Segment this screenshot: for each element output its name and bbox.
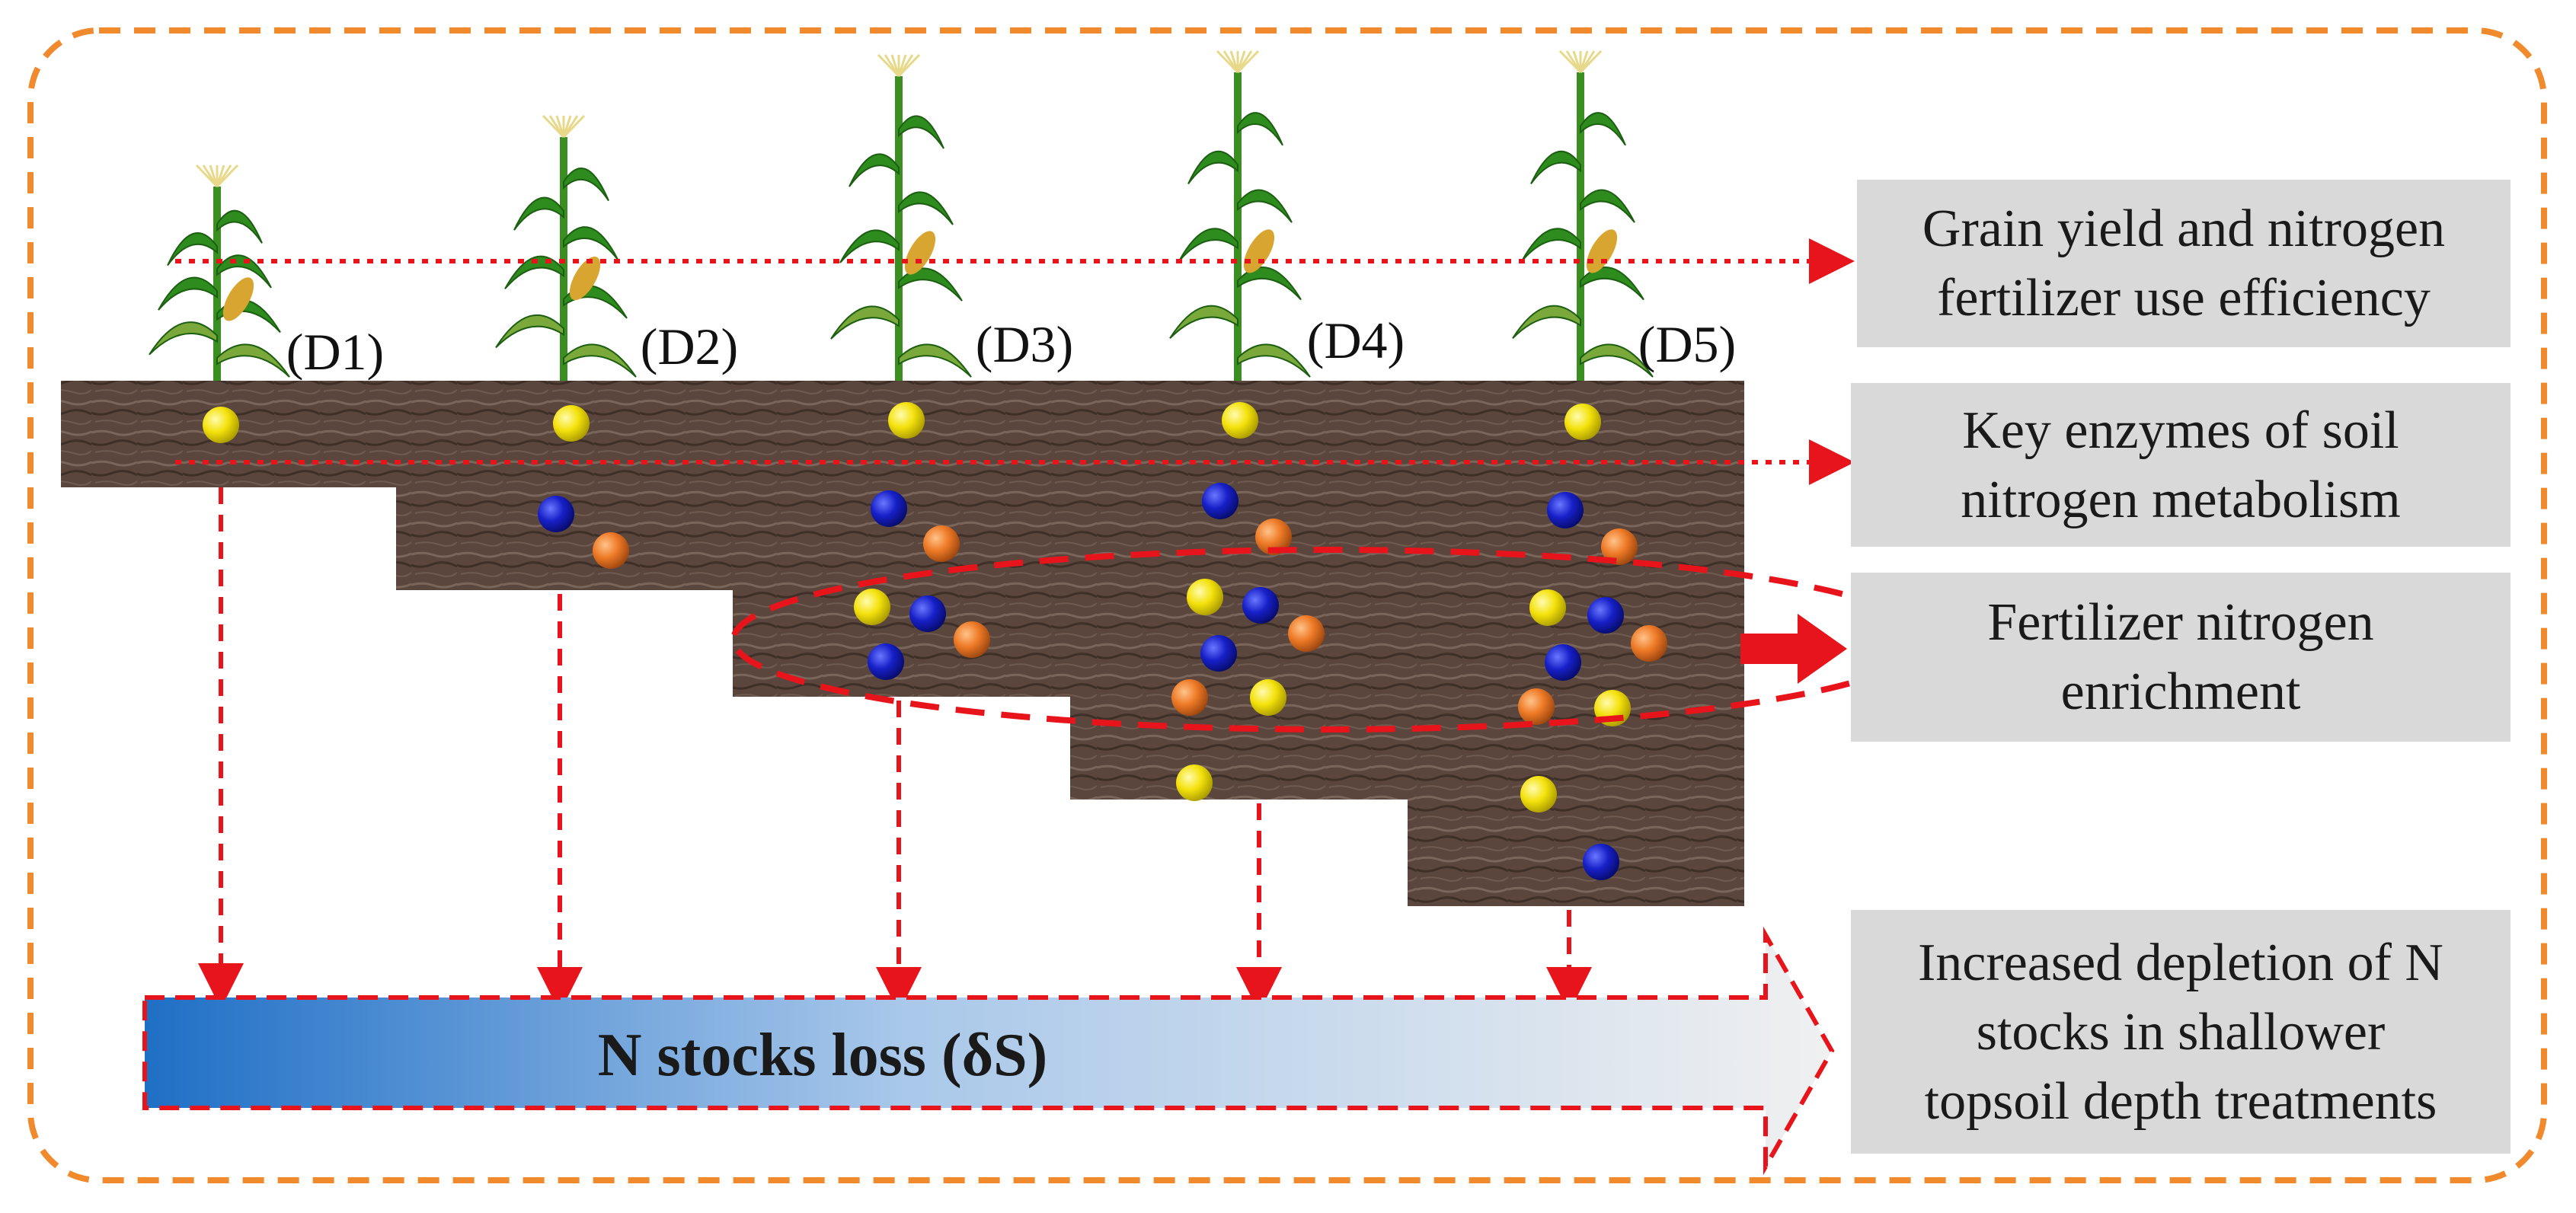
particle-orange bbox=[954, 621, 990, 658]
particle-yellow bbox=[1529, 589, 1566, 626]
particle-orange bbox=[923, 525, 960, 562]
particle-orange bbox=[593, 532, 629, 569]
maize-plant-4 bbox=[1169, 49, 1311, 381]
particle-blue bbox=[538, 496, 574, 532]
particle-blue bbox=[1545, 644, 1581, 681]
particle-blue bbox=[871, 490, 907, 527]
treatment-label-d2: (D2) bbox=[641, 318, 738, 375]
maize-plants bbox=[149, 49, 1654, 381]
particle-blue bbox=[1587, 597, 1624, 634]
treatment-label-d3: (D3) bbox=[976, 315, 1073, 373]
outer-frame bbox=[27, 27, 2547, 1183]
particle-blue bbox=[909, 595, 946, 632]
particle-blue bbox=[1583, 844, 1619, 880]
maize-plant-3 bbox=[830, 53, 972, 381]
n-stocks-loss-arrow bbox=[145, 935, 1832, 1167]
particle-blue bbox=[1202, 483, 1238, 519]
particle-yellow bbox=[1520, 776, 1557, 812]
particle-blue bbox=[1200, 635, 1237, 672]
particle-orange bbox=[1288, 615, 1325, 652]
key-enzymes-panel: Key enzymes of soil nitrogen metabolism bbox=[1851, 383, 2510, 547]
particle-yellow bbox=[1564, 404, 1601, 440]
particle-yellow bbox=[854, 589, 890, 625]
particle-orange bbox=[1255, 519, 1292, 555]
particle-blue bbox=[868, 643, 904, 680]
n-stocks-loss-arrow-outline bbox=[142, 926, 1835, 1176]
particle-yellow bbox=[553, 405, 590, 442]
particle-orange bbox=[1631, 625, 1667, 662]
maize-plant-5 bbox=[1512, 49, 1654, 381]
particle-yellow bbox=[888, 402, 925, 439]
nitrogen-particles bbox=[203, 402, 1667, 880]
soil-profile bbox=[61, 381, 1744, 906]
maize-plant-1 bbox=[149, 164, 290, 381]
fertilizer-enrichment-panel: Fertilizer nitrogen enrichment bbox=[1851, 573, 2510, 742]
depth-arrows bbox=[198, 487, 1592, 1013]
treatment-label-d4: (D4) bbox=[1307, 311, 1405, 369]
particle-yellow bbox=[203, 407, 239, 443]
particle-orange bbox=[1601, 528, 1638, 565]
particle-yellow bbox=[1176, 765, 1213, 801]
enrichment-arrow bbox=[1740, 614, 1847, 684]
particle-blue bbox=[1547, 492, 1584, 528]
grain-yield-panel: Grain yield and nitrogen fertilizer use … bbox=[1857, 180, 2510, 347]
particle-blue bbox=[1242, 587, 1279, 624]
particle-orange bbox=[1171, 679, 1208, 716]
n-stocks-loss-label: N stocks loss (δS) bbox=[598, 1022, 1047, 1089]
particle-yellow bbox=[1250, 679, 1286, 716]
particle-orange bbox=[1518, 688, 1555, 725]
maize-plant-2 bbox=[495, 114, 637, 381]
treatment-label-d5: (D5) bbox=[1638, 315, 1736, 373]
treatment-label-d1: (D1) bbox=[286, 323, 384, 381]
particle-yellow bbox=[1187, 579, 1223, 615]
depletion-panel: Increased depletion of N stocks in shall… bbox=[1851, 910, 2510, 1154]
particle-yellow bbox=[1222, 402, 1258, 439]
